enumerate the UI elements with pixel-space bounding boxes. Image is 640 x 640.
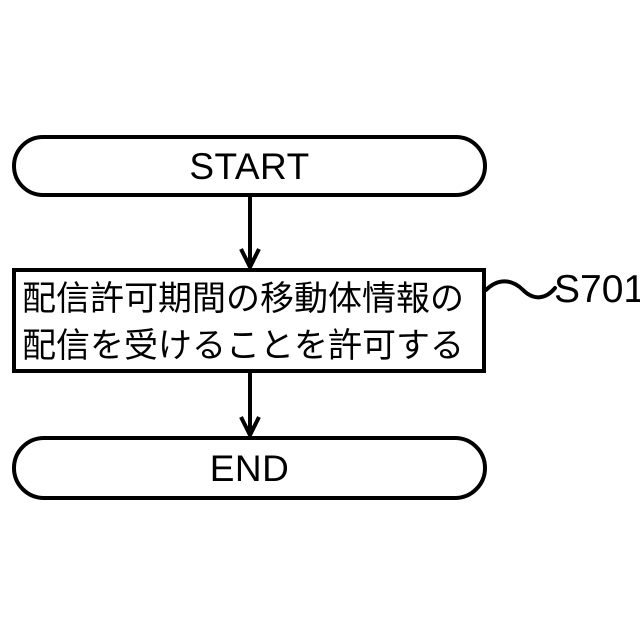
start-terminal-label: START <box>189 146 310 187</box>
step-reference-label: S701 <box>554 268 640 311</box>
connector-start-to-process-arrowhead <box>239 248 261 272</box>
process-box-shape[interactable] <box>12 268 486 373</box>
process-text-line-2: 配信を受けることを許可する <box>22 327 464 365</box>
process-box-label: 配信許可期間の移動体情報の 配信を受けることを許可する <box>22 276 478 370</box>
end-terminal-label: END <box>209 448 290 489</box>
connector-process-to-end-arrowhead <box>239 416 261 440</box>
step-ref-leader-icon <box>484 279 557 300</box>
process-text-line-1: 配信許可期間の移動体情報の <box>22 280 464 318</box>
end-terminal-shape[interactable] <box>12 436 487 500</box>
